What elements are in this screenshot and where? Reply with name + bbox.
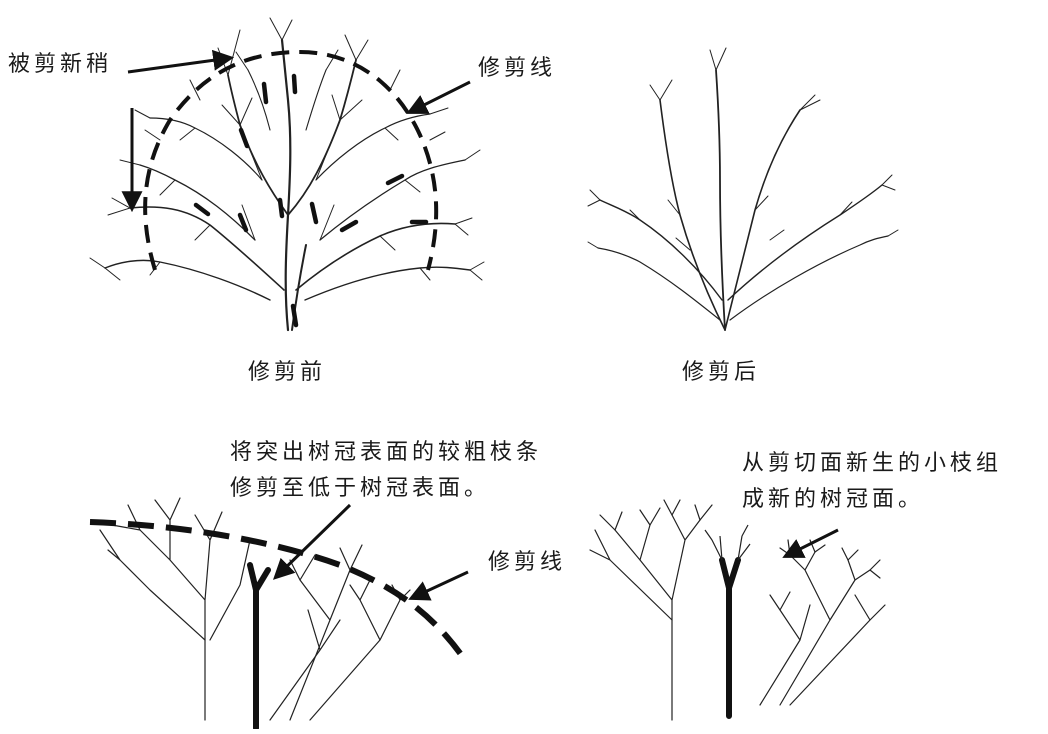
caption-after: 修剪后 <box>682 360 761 385</box>
arrow-to-line <box>406 80 471 114</box>
pruning-line-dashed <box>143 49 439 271</box>
regrowth-branches <box>589 499 886 721</box>
arrow-to-line-bottom <box>408 570 469 601</box>
caption-before: 修剪前 <box>248 360 327 385</box>
arrow-to-new-canopy <box>782 528 839 558</box>
label-pruned-shoot: 被剪新稍 <box>8 52 113 77</box>
cut-thick-branch <box>247 562 271 731</box>
tree-before-pruning <box>89 17 485 332</box>
tree-after-pruning <box>587 47 899 331</box>
label-pruning-line-top: 修剪线 <box>478 56 557 81</box>
regrowth-twigs-on-cut <box>704 524 751 561</box>
pruning-line-dashed-bottom <box>89 519 468 662</box>
label-pruning-line-bottom: 修剪线 <box>488 550 567 575</box>
note-left-line2: 修剪至低于树冠表面。 <box>230 476 491 501</box>
regrowth-thick-branch <box>719 557 741 719</box>
cut-marks <box>193 73 429 328</box>
note-left-line1: 将突出树冠表面的较粗枝条 <box>230 440 543 465</box>
arrow-to-cut <box>272 503 352 580</box>
note-right-line1: 从剪切面新生的小枝组 <box>742 451 1003 476</box>
arrow-to-shoot <box>127 49 235 74</box>
note-right-line2: 成新的树冠面。 <box>742 487 925 512</box>
